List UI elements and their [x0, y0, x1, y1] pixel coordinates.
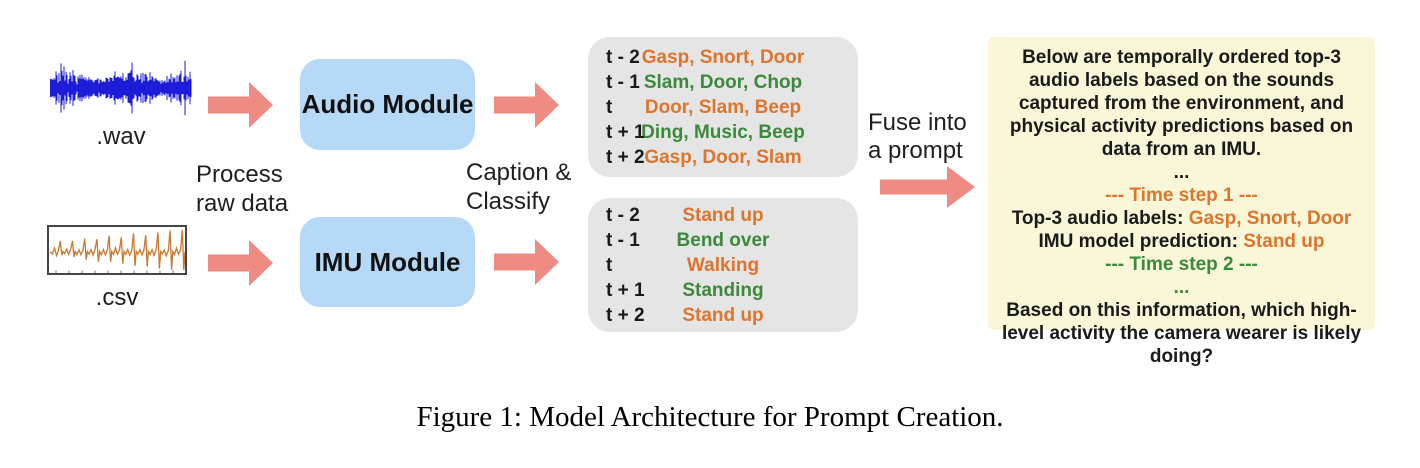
arrow-fuse-to-prompt-icon: [880, 166, 975, 208]
prompt-ellipsis: ...: [1173, 162, 1190, 183]
fuse-into-prompt-label: Fuse into a prompt: [868, 109, 967, 164]
caption-classify-label: Caption & Classify: [466, 159, 572, 215]
imu-labels-panel: t - 2 Stand up t - 1 Bend over t Walking…: [588, 198, 858, 332]
imu-module-box: IMU Module: [300, 217, 475, 307]
prompt-box: Below are temporally ordered top-3 audio…: [988, 37, 1375, 367]
arrow-imu-to-labels-icon: [494, 239, 559, 285]
audio-label-row: t - 2 Gasp, Snort, Door: [606, 46, 805, 68]
imu-label-row: t Walking: [606, 254, 760, 276]
audio-labels-panel: t - 2 Gasp, Snort, Door t - 1 Slam, Door…: [588, 37, 858, 177]
audio-label-row: t + 2 Gasp, Door, Slam: [606, 146, 802, 168]
prompt-intro: Below are temporally ordered top-3 audio…: [1009, 47, 1354, 160]
arrow-wav-to-audio-icon: [208, 82, 273, 128]
csv-file-label: .csv: [95, 284, 139, 311]
arrow-csv-to-imu-icon: [208, 240, 273, 286]
audio-label-row: t Door, Slam, Beep: [606, 96, 802, 118]
audio-label-row: t + 1 Ding, Music, Beep: [606, 121, 805, 143]
imu-label-row: t + 2 Stand up: [606, 304, 764, 326]
prompt-audio-line: Top-3 audio labels: Gasp, Snort, Door: [1011, 208, 1352, 229]
imu-label-row: t + 1 Standing: [606, 279, 764, 301]
figure-caption: Figure 1: Model Architecture for Prompt …: [416, 401, 1004, 433]
prompt-timestep-2: --- Time step 2 ---: [1105, 254, 1258, 275]
csv-signal-image: [47, 225, 187, 275]
arrow-audio-to-labels-icon: [494, 82, 559, 128]
prompt-question: Based on this information, which high-le…: [1001, 300, 1362, 367]
wav-waveform-image: [50, 60, 192, 116]
prompt-imu-line: IMU model prediction: Stand up: [1038, 231, 1325, 252]
audio-module-box: Audio Module: [300, 59, 475, 150]
audio-label-row: t - 1 Slam, Door, Chop: [606, 71, 803, 93]
process-raw-data-label: Process raw data: [196, 161, 289, 217]
imu-label-row: t - 2 Stand up: [606, 204, 764, 226]
prompt-ellipsis: ...: [1173, 277, 1190, 298]
wav-file-label: .wav: [96, 123, 146, 150]
imu-label-row: t - 1 Bend over: [606, 229, 770, 251]
prompt-timestep-1: --- Time step 1 ---: [1105, 185, 1258, 206]
